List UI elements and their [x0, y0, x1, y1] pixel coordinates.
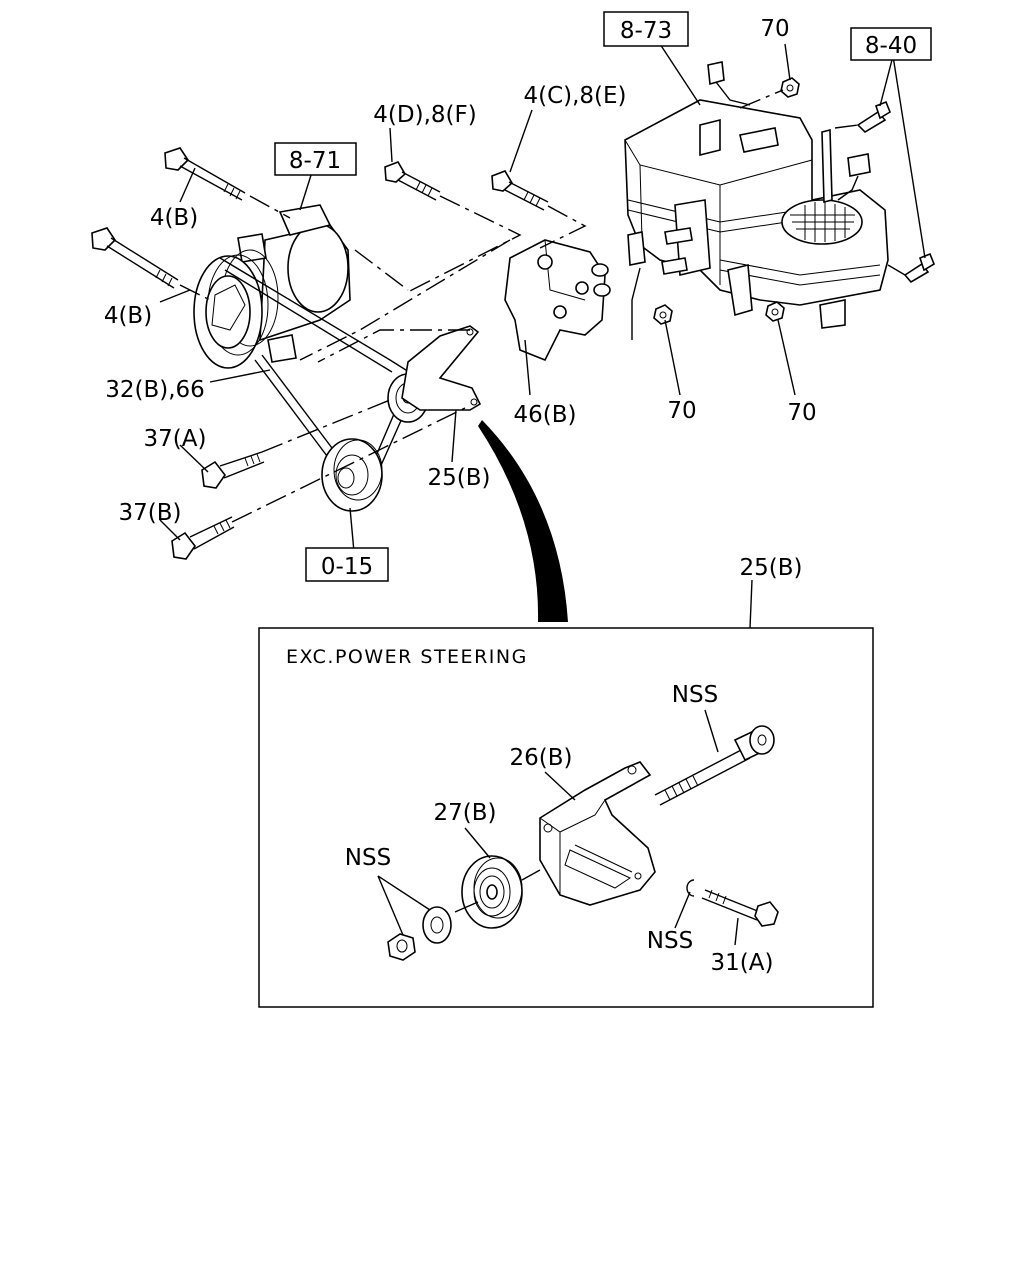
blower-unit — [624, 61, 889, 340]
callout-70-top: 70 — [760, 16, 789, 42]
callout-37b: 37(B) — [119, 500, 182, 526]
ref-label-8-73: 8-73 — [620, 18, 672, 44]
detail-adjust-bolt — [654, 725, 775, 806]
bolt-4c-8e — [491, 170, 549, 211]
callout-70-mid: 70 — [667, 398, 696, 424]
detail-label-27b: 27(B) — [434, 800, 497, 826]
callout-46b: 46(B) — [514, 402, 577, 428]
nut-70-top — [780, 77, 800, 98]
callout-25b-upper: 25(B) — [428, 465, 491, 491]
detail-label-nss-bolt: NSS — [672, 682, 718, 708]
ref-box-8-73 — [603, 11, 689, 47]
nut-70-right — [765, 301, 785, 322]
bolt-4d-8f — [384, 161, 441, 201]
detail-bracket — [539, 761, 656, 906]
callout-4c-8e: 4(C),8(E) — [523, 83, 626, 109]
screw-8-40-lower — [903, 252, 935, 284]
callout-32b-66: 32(B),66 — [105, 377, 205, 403]
ref-label-0-15: 0-15 — [321, 554, 373, 580]
ref-label-8-71: 8-71 — [289, 148, 341, 174]
detail-label-31a: 31(A) — [711, 950, 774, 976]
ref-box-8-40 — [850, 27, 932, 61]
detail-label-nss-nut: NSS — [345, 845, 391, 871]
callout-70-right: 70 — [787, 400, 816, 426]
ref-label-8-40: 8-40 — [865, 33, 917, 59]
callout-37a: 37(A) — [144, 426, 207, 452]
detail-label-26b: 26(B) — [510, 745, 573, 771]
bolt-4b-upper — [164, 147, 246, 201]
detail-label-nss-clip: NSS — [647, 928, 693, 954]
screw-8-40-upper — [856, 100, 891, 134]
detail-title: EXC.POWER STEERING — [286, 646, 528, 668]
blower-grille — [790, 202, 855, 242]
ref-box-8-71 — [274, 142, 357, 176]
callout-4b-lower: 4(B) — [104, 303, 152, 329]
ref-box-0-15 — [305, 547, 389, 582]
compressor-bracket — [504, 239, 611, 362]
bolt-37b — [171, 516, 235, 560]
compressor — [193, 204, 351, 369]
detail-washer — [422, 906, 452, 944]
leader-lines — [159, 43, 926, 629]
detail-clip — [686, 879, 695, 897]
callout-4d-8f: 4(D),8(F) — [373, 102, 476, 128]
bolt-4b-lower — [91, 227, 179, 289]
detail-bolt-31a — [701, 889, 779, 927]
detail-arrow — [478, 420, 568, 622]
detail-idler-pulley — [454, 855, 541, 929]
adjust-bracket — [401, 325, 482, 411]
nut-70-mid — [653, 304, 673, 325]
detail-leader-lines — [377, 709, 739, 946]
callout-4b-upper: 4(B) — [150, 205, 198, 231]
bolt-37a — [201, 451, 265, 489]
callout-25b-detail: 25(B) — [740, 555, 803, 581]
detail-nut — [387, 933, 416, 961]
assembly-lines — [179, 89, 906, 523]
crank-pulley — [321, 438, 383, 512]
